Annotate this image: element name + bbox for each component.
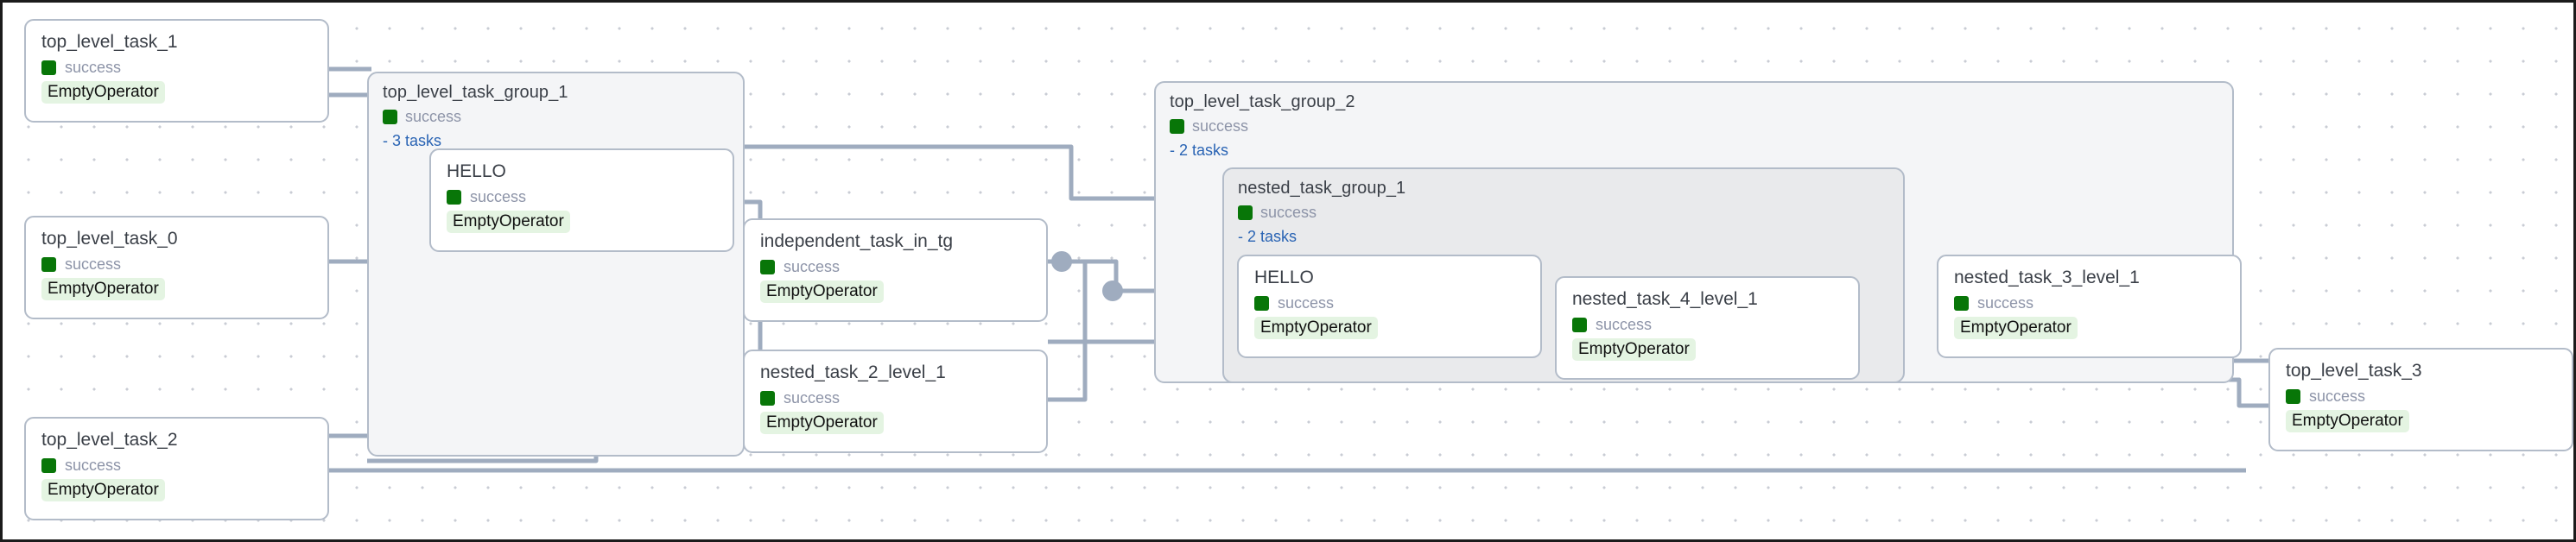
- task-node-status-label: success: [65, 255, 122, 273]
- operator-badge: EmptyOperator: [447, 211, 570, 233]
- success-square-icon: [1238, 205, 1253, 220]
- task-node-title: independent_task_in_tg: [760, 231, 954, 251]
- task-group-title: nested_task_group_1: [1238, 179, 1406, 198]
- task-group-task-count[interactable]: - 2 tasks: [1238, 228, 1298, 245]
- task-node-top_level_task_1[interactable]: top_level_task_1 success EmptyOperator: [24, 19, 329, 123]
- task-node-status-label: success: [1596, 316, 1653, 333]
- edge-group1-top-to-group2: [745, 144, 1154, 201]
- edge-junction-dot: [1102, 280, 1123, 301]
- operator-badge: EmptyOperator: [41, 479, 165, 501]
- task-group-status-label: success: [405, 108, 462, 125]
- edge-nested2-out: [1048, 262, 1088, 402]
- task-node-status-label: success: [784, 258, 841, 275]
- task-node-title: top_level_task_1: [41, 32, 178, 52]
- task-node-status-label: success: [470, 188, 527, 205]
- success-square-icon: [2286, 388, 2300, 404]
- task-group-header: top_level_task_group_1 success - 3 tasks: [383, 82, 568, 149]
- success-square-icon: [41, 60, 56, 75]
- task-node-status: success: [2286, 388, 2572, 405]
- task-node-top_level_task_3[interactable]: top_level_task_3 success EmptyOperator: [2268, 348, 2573, 451]
- task-group-header: nested_task_group_1 success - 2 tasks: [1238, 178, 1405, 245]
- task-node-status: success: [41, 59, 327, 76]
- task-node-status-label: success: [65, 457, 122, 474]
- operator-badge: EmptyOperator: [2286, 410, 2409, 432]
- operator-badge: EmptyOperator: [1254, 317, 1378, 339]
- success-square-icon: [1170, 118, 1184, 134]
- task-node-title: HELLO: [1254, 268, 1314, 287]
- task-node-status-label: success: [1977, 294, 2034, 312]
- edge-nested3-to-task3: [1905, 377, 2268, 408]
- task-node-status: success: [1954, 294, 2240, 312]
- success-square-icon: [1572, 317, 1587, 332]
- success-square-icon: [1954, 295, 1969, 311]
- task-group-task-count[interactable]: - 2 tasks: [1170, 142, 1229, 159]
- task-node-status: success: [41, 457, 327, 474]
- operator-badge: EmptyOperator: [1572, 338, 1696, 361]
- task-node-status: success: [760, 258, 1046, 275]
- task-group-top_level_task_group_1[interactable]: top_level_task_group_1 success - 3 tasks: [367, 72, 745, 457]
- task-node-title: nested_task_3_level_1: [1954, 268, 2140, 287]
- operator-badge: EmptyOperator: [1954, 317, 2078, 339]
- task-group-title: top_level_task_group_2: [1170, 92, 1355, 111]
- task-node-tg1-hello[interactable]: HELLO success EmptyOperator: [429, 148, 734, 252]
- task-group-status: success: [1170, 117, 1355, 135]
- task-node-status: success: [1572, 316, 1858, 333]
- task-node-status: success: [760, 389, 1046, 406]
- task-node-status-label: success: [65, 59, 122, 76]
- task-node-status: success: [1254, 294, 1540, 312]
- task-group-status-label: success: [1192, 117, 1249, 135]
- task-node-status-label: success: [2309, 388, 2366, 405]
- operator-badge: EmptyOperator: [41, 81, 165, 104]
- task-node-top_level_task_0[interactable]: top_level_task_0 success EmptyOperator: [24, 216, 329, 319]
- success-square-icon: [383, 109, 397, 124]
- success-square-icon: [760, 259, 775, 274]
- task-node-title: top_level_task_2: [41, 430, 178, 450]
- success-square-icon: [1254, 295, 1269, 311]
- success-square-icon: [447, 189, 461, 205]
- task-node-nested_task_2_level_1[interactable]: nested_task_2_level_1 success EmptyOpera…: [743, 350, 1048, 453]
- task-node-title: nested_task_4_level_1: [1572, 289, 1758, 309]
- task-node-title: top_level_task_0: [41, 229, 178, 249]
- task-node-title: nested_task_2_level_1: [760, 362, 946, 382]
- task-node-title: top_level_task_3: [2286, 361, 2422, 381]
- task-node-nested_task_3_level_1[interactable]: nested_task_3_level_1 success EmptyOpera…: [1937, 255, 2242, 358]
- operator-badge: EmptyOperator: [41, 278, 165, 300]
- task-node-status-label: success: [1278, 294, 1335, 312]
- task-group-status-label: success: [1260, 204, 1317, 221]
- task-node-status: success: [41, 255, 327, 273]
- task-node-independent_task_in_tg[interactable]: independent_task_in_tg success EmptyOper…: [743, 218, 1048, 322]
- success-square-icon: [760, 390, 775, 406]
- operator-badge: EmptyOperator: [760, 412, 884, 434]
- task-node-title: HELLO: [447, 161, 506, 181]
- task-group-status: success: [383, 108, 568, 125]
- task-node-status: success: [447, 188, 733, 205]
- task-group-status: success: [1238, 204, 1405, 221]
- operator-badge: EmptyOperator: [760, 280, 884, 303]
- task-group-header: top_level_task_group_2 success - 2 tasks: [1170, 91, 1355, 159]
- task-node-top_level_task_2[interactable]: top_level_task_2 success EmptyOperator: [24, 417, 329, 520]
- success-square-icon: [41, 256, 56, 272]
- task-group-title: top_level_task_group_1: [383, 83, 568, 102]
- task-node-tg2-hello[interactable]: HELLO success EmptyOperator: [1237, 255, 1542, 358]
- task-group-task-count[interactable]: - 3 tasks: [383, 132, 442, 149]
- success-square-icon: [41, 457, 56, 473]
- edge-junction-dot: [1051, 251, 1072, 272]
- task-node-status-label: success: [784, 389, 841, 406]
- task-node-nested_task_4_level_1[interactable]: nested_task_4_level_1 success EmptyOpera…: [1555, 276, 1860, 380]
